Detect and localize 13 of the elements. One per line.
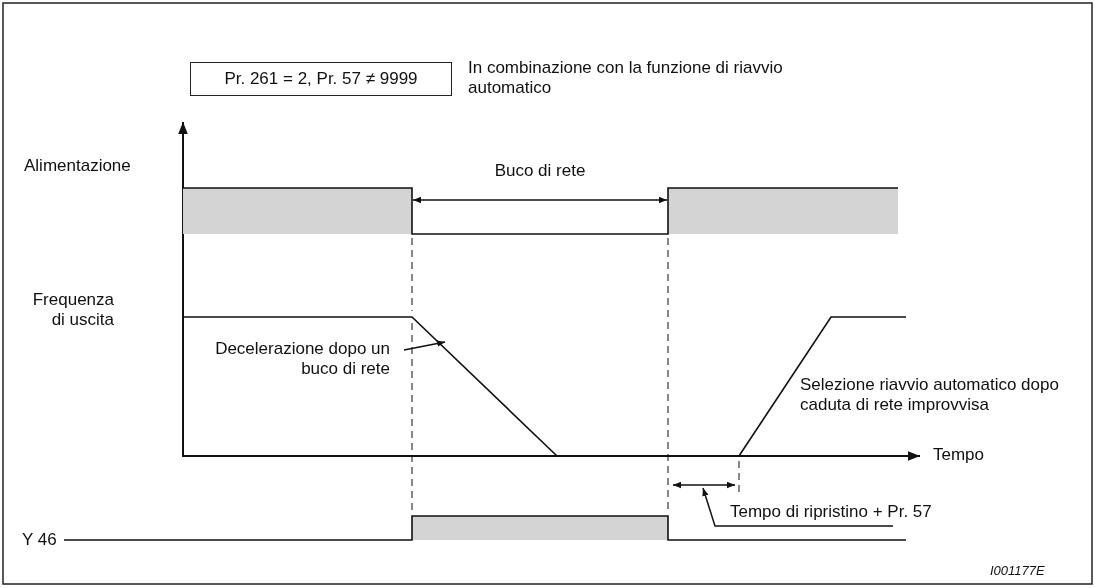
note-text: In combinazione con la funzione di riavvio automatico xyxy=(468,58,784,98)
axis-label: Frequenza di uscita xyxy=(31,290,114,330)
signal-label: Y 46 xyxy=(22,530,58,550)
annotation-text: Selezione riavvio automatico dopo caduta di rete improvvisa xyxy=(800,375,1060,415)
annotation-text: Decelerazione dopo un buco di rete xyxy=(178,339,390,379)
figure-id: I001177E xyxy=(990,562,1046,580)
axis-label: Alimentazione xyxy=(24,156,132,176)
axis-label: Tempo xyxy=(933,445,986,465)
parameter-box: Pr. 261 = 2, Pr. 57 ≠ 9999 xyxy=(190,62,452,96)
annotation-text: Tempo di ripristino + Pr. 57 xyxy=(730,502,958,522)
leader-line xyxy=(403,340,446,351)
leader-line xyxy=(702,487,894,527)
dimension-label: Buco di rete xyxy=(493,161,587,181)
